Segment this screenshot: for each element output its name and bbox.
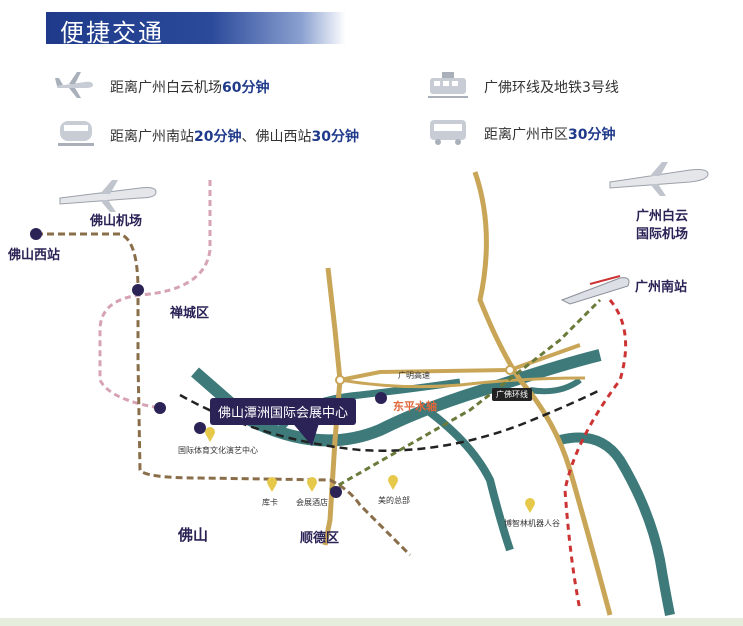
label-foshan-airport: 佛山机场 <box>90 214 143 229</box>
footer-band <box>0 618 743 626</box>
airplane-icon <box>59 180 157 212</box>
info-value: 60分钟 <box>222 80 270 96</box>
river <box>529 377 582 395</box>
callout-pointer <box>290 420 320 446</box>
label-baiyun-1: 广州白云 <box>636 209 689 224</box>
section-title: 便捷交通 <box>60 19 164 47</box>
train-icon <box>58 121 94 146</box>
label-midea: 美的总部 <box>378 496 410 505</box>
junction <box>505 365 515 375</box>
info-value: 30分钟 <box>311 129 359 145</box>
venue-callout: 佛山潭洲国际会展中心 <box>210 398 357 425</box>
station-node <box>154 402 166 414</box>
gz-intercity-rail <box>563 299 628 611</box>
bus-icon <box>430 120 466 145</box>
label-baiyun-2: 国际机场 <box>636 227 689 242</box>
info-text: 广佛环线及地铁3号线 <box>484 80 619 96</box>
station-foshan-west <box>30 228 42 240</box>
info-airport: 距离广州白云机场60分钟 <box>110 77 269 97</box>
route-gf-ring: 广佛环线 <box>492 388 532 401</box>
info-text: 、佛山西站 <box>241 129 312 145</box>
airplane-icon <box>609 162 709 196</box>
station-dongping <box>375 392 387 404</box>
airplane-icon <box>55 72 93 98</box>
info-value: 30分钟 <box>568 127 616 143</box>
label-dongping: 东平水轴 <box>393 400 437 413</box>
label-hotel: 会展酒店 <box>296 498 328 507</box>
label-kuka: 库卡 <box>262 498 278 507</box>
info-train: 距离广州南站20分钟、佛山西站30分钟 <box>110 126 359 146</box>
info-text: 距离广州市区 <box>484 127 568 143</box>
road-ring <box>339 376 586 389</box>
river <box>558 432 675 616</box>
metro-icon <box>428 72 468 98</box>
info-text: 距离广州南站 <box>110 129 194 145</box>
river <box>417 401 514 552</box>
label-chancheng: 禅城区 <box>170 306 210 321</box>
junction <box>335 375 345 385</box>
section-header: 便捷交通 <box>46 12 346 47</box>
metro-line-3 <box>98 180 212 410</box>
poi-pin <box>388 475 398 490</box>
info-value: 20分钟 <box>194 129 242 145</box>
label-sports-center: 国际体育文化演艺中心 <box>178 446 258 455</box>
info-downtown: 距离广州市区30分钟 <box>484 124 615 144</box>
label-shunde: 顺德区 <box>300 531 340 546</box>
label-gz-south: 广州南站 <box>635 280 688 295</box>
metro-line-gz7 <box>329 298 602 492</box>
metro-line-2 <box>36 232 412 557</box>
info-text: 距离广州白云机场 <box>110 80 222 96</box>
poi-pin <box>267 477 277 492</box>
label-foshan: 佛山 <box>178 526 209 544</box>
road-guangming <box>339 343 581 382</box>
label-foshan-west: 佛山西站 <box>8 248 61 263</box>
train-icon <box>560 275 630 305</box>
route-guangming: 广明高速 <box>398 371 430 380</box>
station-chancheng <box>132 284 144 296</box>
intercity-line <box>179 388 601 452</box>
poi-pin <box>205 427 215 442</box>
info-metro: 广佛环线及地铁3号线 <box>484 77 619 97</box>
label-robot-valley: 博智林机器人谷 <box>504 519 560 528</box>
station-node <box>194 422 206 434</box>
poi-pin <box>307 477 317 492</box>
poi-pin <box>525 498 535 513</box>
station-shunde <box>330 486 342 498</box>
